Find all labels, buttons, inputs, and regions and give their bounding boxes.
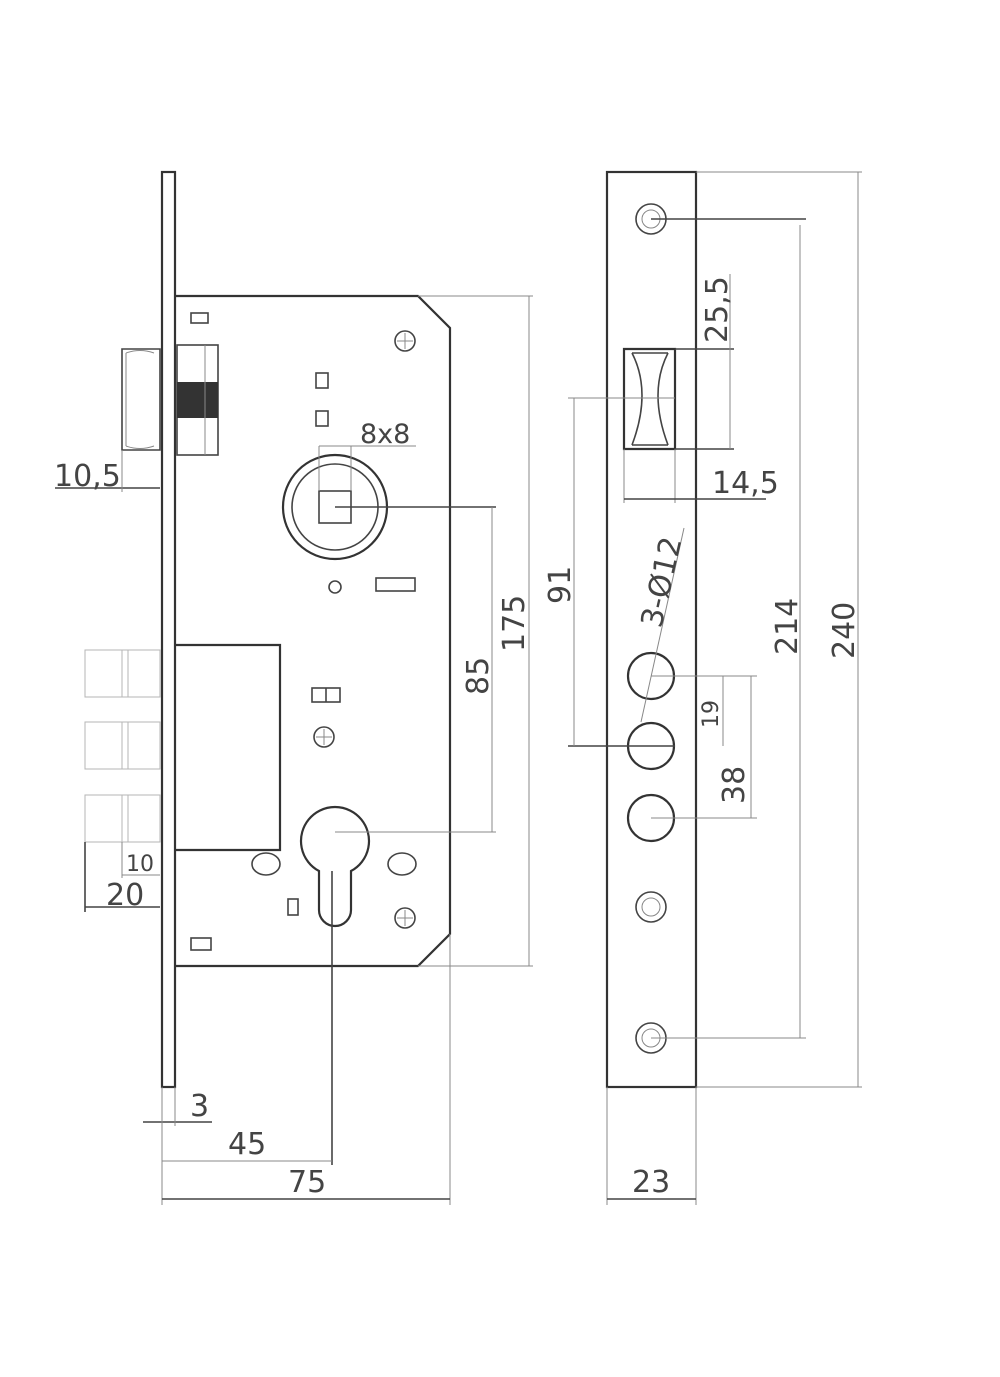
oval-slot-left	[251, 852, 281, 876]
rivet-icon	[313, 726, 335, 748]
dim-backset: 45	[228, 1127, 266, 1162]
dim-faceplate-thickness: 3	[190, 1089, 209, 1124]
dim-bolt-step: 10	[126, 852, 154, 877]
dim-latch-height: 25,5	[700, 276, 735, 343]
dim-backset-to-cylinder: 85	[461, 657, 496, 695]
dim-latch-width: 14,5	[712, 466, 779, 501]
front-dimension-lines	[55, 295, 533, 1205]
oval-slot-right	[387, 852, 417, 876]
dim-spindle-square: 8x8	[360, 419, 410, 450]
screw-hole-icon	[635, 891, 667, 923]
dim-screw-spacing: 214	[770, 598, 805, 655]
rivet-icon	[394, 330, 416, 352]
dim-holes-span: 38	[717, 766, 752, 804]
slot-2	[315, 410, 329, 427]
front-faceplate	[160, 170, 177, 1089]
dim-latch-projection: 10,5	[54, 459, 121, 494]
dim-hole-pitch: 19	[699, 700, 724, 728]
slot-5	[287, 898, 299, 916]
slot-1	[315, 372, 329, 389]
dead-bolts	[84, 649, 161, 843]
slot-bottom-left	[190, 937, 212, 951]
rivet-icon	[394, 907, 416, 929]
cylinder-cutout	[299, 805, 371, 928]
front-view: 8x8 10,5 85 175 10 20 3 45 75	[54, 170, 533, 1205]
side-view: 25,5 14,5 91 3-Ø12 19 38 214 240 23	[543, 170, 862, 1205]
latch-opening	[622, 347, 677, 451]
dim-case-width: 75	[288, 1165, 326, 1200]
dim-faceplate-width: 23	[632, 1165, 670, 1200]
latch-bolt	[121, 344, 219, 456]
side-faceplate	[605, 170, 698, 1089]
lock-case	[175, 294, 452, 968]
pin-hole	[328, 580, 342, 594]
dim-case-height: 175	[497, 595, 532, 652]
slot-top-left	[190, 312, 209, 324]
dim-bolt-holes: 3-Ø12	[635, 534, 690, 631]
side-dimension-lines	[568, 171, 862, 1205]
dim-faceplate-height: 240	[827, 602, 862, 659]
bolt-carriage	[175, 643, 282, 852]
dim-latch-to-bolt: 91	[543, 566, 578, 604]
dim-bolt-projection: 20	[106, 878, 144, 913]
slot-3	[375, 577, 416, 592]
